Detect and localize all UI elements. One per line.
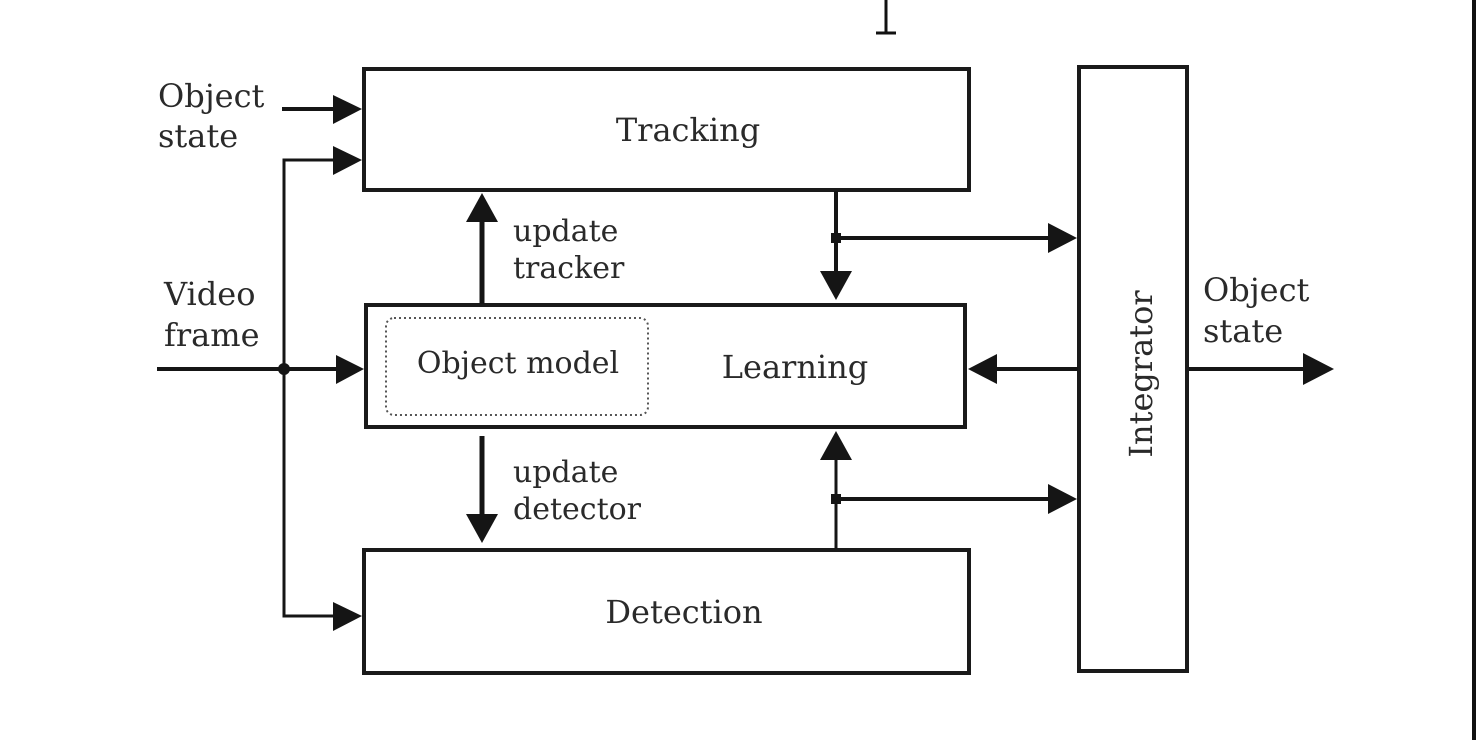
video-frame-label-line2: frame bbox=[164, 316, 260, 354]
text-cursor-icon bbox=[876, 0, 896, 35]
video-frame-to-tracking-line bbox=[282, 158, 336, 369]
detection-output-edges bbox=[820, 431, 1077, 549]
update-detector-label-line2: detector bbox=[513, 492, 642, 527]
arrowhead-icon bbox=[820, 271, 852, 300]
object-state-input: Object state bbox=[158, 77, 362, 155]
arrowhead-icon bbox=[466, 514, 498, 543]
arrowhead-icon bbox=[466, 193, 498, 222]
object-model-label: Object model bbox=[417, 346, 619, 381]
integrator-block: Integrator bbox=[1077, 65, 1189, 673]
learning-label: Learning bbox=[722, 348, 869, 386]
tracking-label: Tracking bbox=[616, 111, 760, 149]
arrowhead-icon bbox=[333, 146, 362, 175]
integrator-to-learning-edge bbox=[968, 354, 1078, 384]
video-frame-input: Video frame bbox=[157, 146, 364, 631]
arrowhead-icon bbox=[968, 354, 997, 384]
video-frame-label-line1: Video bbox=[163, 275, 255, 313]
arrowhead-icon bbox=[1048, 484, 1077, 514]
object-state-input-label-line1: Object bbox=[158, 77, 265, 115]
arrowhead-icon bbox=[1303, 353, 1334, 385]
arrowhead-icon bbox=[333, 95, 362, 124]
update-tracker-label-line1: update bbox=[513, 214, 618, 249]
arrowhead-icon bbox=[336, 355, 364, 384]
arrowhead-icon bbox=[820, 431, 852, 460]
object-model-region bbox=[385, 317, 649, 416]
detection-block: Detection bbox=[362, 548, 971, 675]
object-state-output: Object state bbox=[1189, 271, 1334, 385]
update-tracker-edge: update tracker bbox=[466, 193, 625, 304]
object-state-output-label-line2: state bbox=[1203, 312, 1283, 350]
detection-label: Detection bbox=[605, 593, 762, 631]
update-detector-edge: update detector bbox=[466, 436, 642, 543]
object-state-input-label-line2: state bbox=[158, 117, 238, 155]
update-detector-label-line1: update bbox=[513, 455, 618, 490]
object-state-output-label-line1: Object bbox=[1203, 271, 1310, 309]
arrowhead-icon bbox=[333, 602, 362, 631]
arrowhead-icon bbox=[1048, 223, 1077, 253]
integrator-label: Integrator bbox=[1122, 290, 1160, 458]
update-tracker-label-line2: tracker bbox=[513, 251, 625, 286]
tracking-output-edges bbox=[820, 191, 1077, 300]
video-frame-to-detection-line bbox=[282, 369, 336, 618]
tracking-block: Tracking bbox=[362, 67, 971, 192]
learning-block: Object model Learning bbox=[364, 303, 967, 429]
